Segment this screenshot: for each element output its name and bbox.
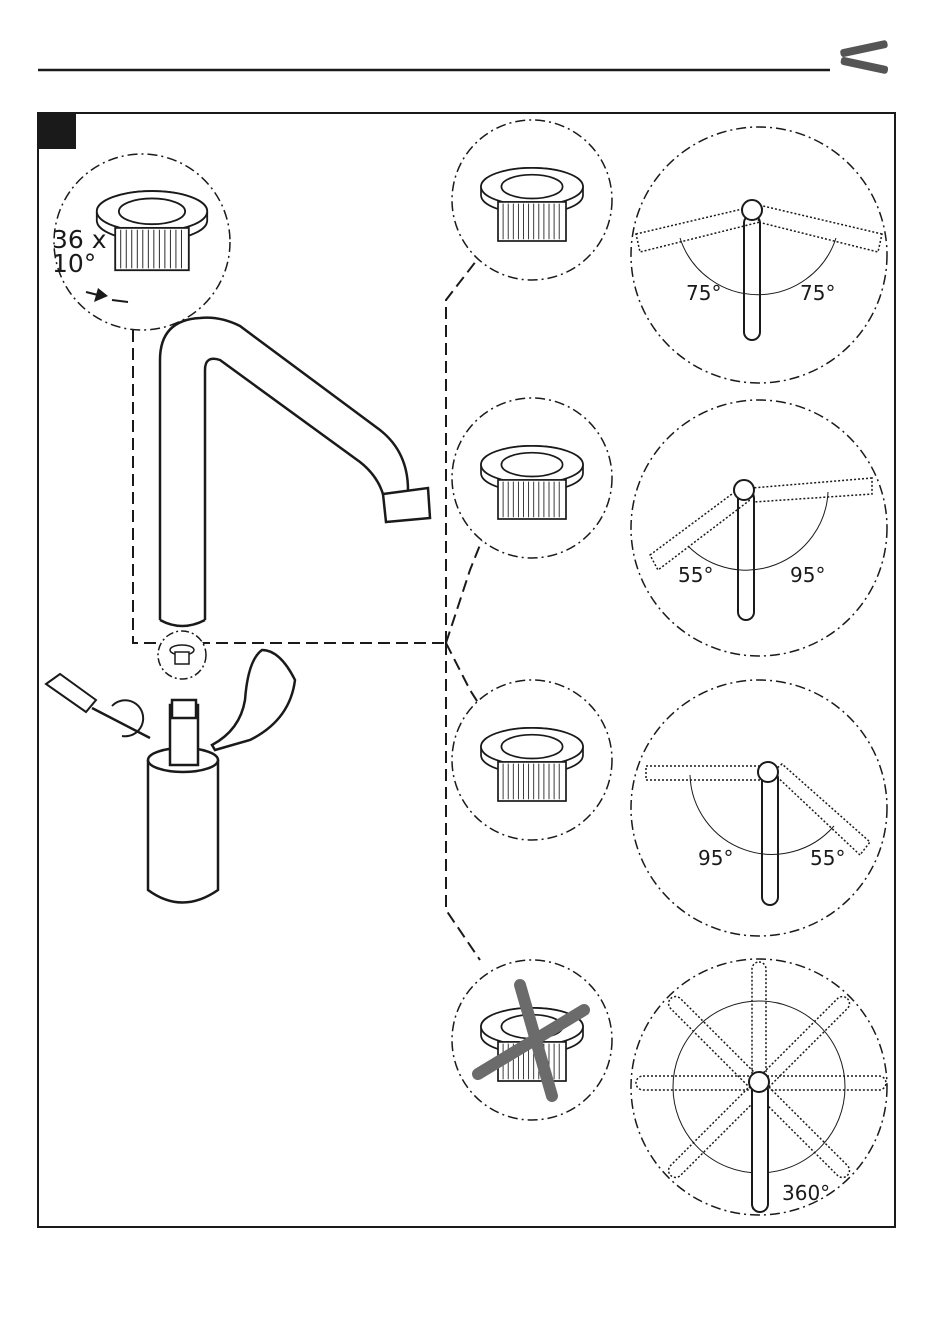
swivel-range-1: 75° 75° [631,127,887,383]
swivel-range-4: 360° [631,959,887,1215]
cartridge-option-4-not-allowed [452,960,612,1120]
cartridge-option-2 [452,398,612,558]
detail-ring-teeth: 36 x 10° [52,154,230,330]
swivel-full: 360° [782,1181,830,1205]
step-marker [38,113,76,149]
spout-insert [158,631,206,679]
screwdriver-icon [46,674,150,738]
swivel-range-2: 55° 95° [631,400,887,656]
tools-icon [840,40,889,75]
teeth-step: 10° [52,249,96,278]
mixer-body [148,650,295,903]
cartridge-option-1 [452,120,612,280]
swivel-left-3: 95° [698,846,733,870]
swivel-right-1: 75° [800,281,835,305]
swivel-right-2: 95° [790,563,825,587]
cartridge-option-3 [452,680,612,840]
swivel-left-2: 55° [678,563,713,587]
spout [160,318,430,626]
swivel-left-1: 75° [686,281,721,305]
swivel-right-3: 55° [810,846,845,870]
swivel-range-3: 95° 55° [631,680,887,936]
